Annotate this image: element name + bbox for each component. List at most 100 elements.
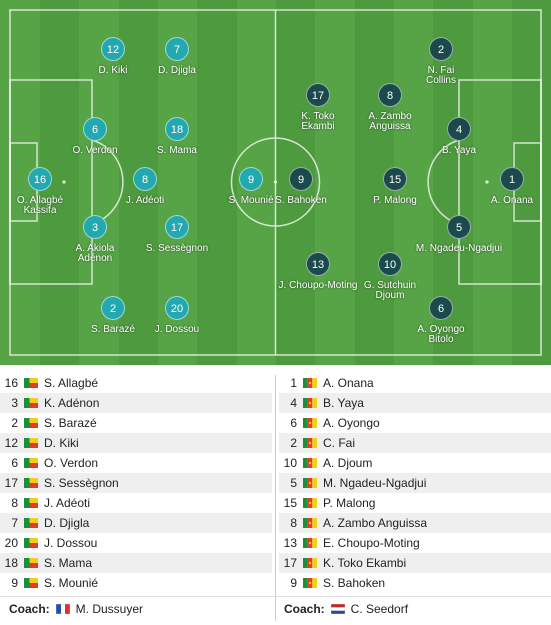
shirt-number-badge: 18	[165, 117, 189, 141]
player-name: D. Kiki	[44, 436, 79, 450]
player-name: S. Allagbé	[44, 376, 99, 390]
shirt-number-badge: 12	[101, 37, 125, 61]
benin-flag-icon	[24, 478, 38, 488]
player-name: J. Dossou	[154, 324, 200, 335]
shirt-number-badge: 20	[165, 296, 189, 320]
player-name: A. Onana	[323, 376, 374, 390]
list-item[interactable]: 15 P. Malong	[279, 493, 551, 513]
shirt-number: 6	[11, 456, 18, 470]
shirt-number-badge: 16	[28, 167, 52, 191]
shirt-number: 20	[4, 536, 18, 550]
home-player-marker[interactable]: 20 J. Dossou	[122, 296, 232, 335]
shirt-number: 17	[4, 476, 18, 490]
benin-flag-icon	[24, 438, 38, 448]
player-name: J. Adéoti	[125, 195, 165, 206]
benin-flag-icon	[24, 398, 38, 408]
shirt-number: 7	[11, 516, 18, 530]
shirt-number: 5	[290, 476, 297, 490]
cameroon-flag-icon	[303, 378, 317, 388]
shirt-number-badge: 9	[239, 167, 263, 191]
list-item[interactable]: 6 O. Verdon	[0, 453, 272, 473]
pitch-stripe	[196, 0, 237, 365]
home-player-marker[interactable]: 8 J. Adéoti	[90, 167, 200, 206]
player-name: O. Verdon	[44, 456, 99, 470]
shirt-number-badge: 8	[133, 167, 157, 191]
benin-flag-icon	[24, 418, 38, 428]
benin-flag-icon	[24, 518, 38, 528]
cameroon-flag-icon	[303, 418, 317, 428]
player-name: M. Ngadeu-Ngadjui	[415, 243, 503, 254]
france-flag-icon	[55, 604, 70, 614]
coach-separator	[0, 596, 551, 597]
list-item[interactable]: 12 D. Kiki	[0, 433, 272, 453]
benin-flag-icon	[24, 538, 38, 548]
player-name: B. Yaya	[323, 396, 364, 410]
shirt-number: 15	[283, 496, 297, 510]
list-item[interactable]: 7 D. Djigla	[0, 513, 272, 533]
coach-label: Coach:	[9, 602, 50, 616]
player-name: S. Barazé	[44, 416, 97, 430]
player-name: M. Ngadeu-Ngadjui	[323, 476, 427, 490]
list-item[interactable]: 5 M. Ngadeu-Ngadjui	[279, 473, 551, 493]
home-coach-name: M. Dussuyer	[75, 602, 144, 616]
away-player-marker[interactable]: 5 M. Ngadeu-Ngadjui	[404, 215, 514, 254]
benin-flag-icon	[24, 378, 38, 388]
cameroon-flag-icon	[303, 538, 317, 548]
player-name: D. Djigla	[44, 516, 90, 530]
shirt-number-badge: 5	[447, 215, 471, 239]
shirt-number: 12	[4, 436, 18, 450]
cameroon-flag-icon	[303, 438, 317, 448]
player-name: J. Choupo-Moting	[278, 280, 358, 291]
shirt-number: 8	[11, 496, 18, 510]
shirt-number: 13	[283, 536, 297, 550]
player-name: A. Djoum	[323, 456, 373, 470]
shirt-number: 6	[290, 416, 297, 430]
player-name: P. Malong	[323, 496, 376, 510]
player-name: S. Bahoken	[323, 576, 386, 590]
benin-flag-icon	[24, 558, 38, 568]
cameroon-flag-icon	[303, 558, 317, 568]
